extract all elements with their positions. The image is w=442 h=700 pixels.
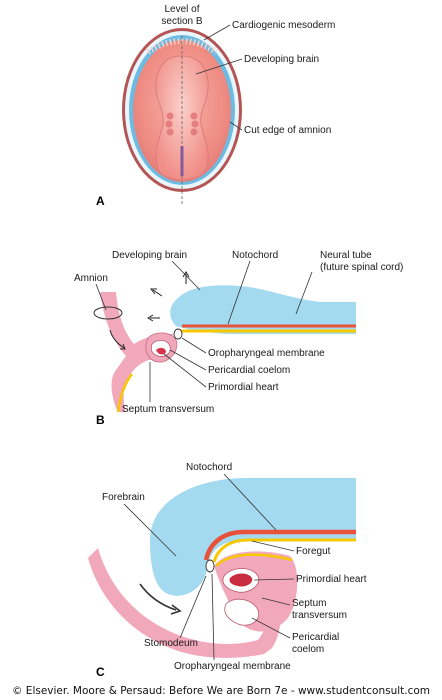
label-primordial-heart-b: Primordial heart <box>208 382 279 393</box>
panel-a: Level of section B Cardiogenic mesoderm … <box>96 4 335 208</box>
label-forebrain: Forebrain <box>102 492 145 503</box>
label-foregut: Foregut <box>296 546 331 557</box>
panel-letter-a: A <box>96 194 105 208</box>
leader-pericardial-b <box>169 349 207 371</box>
label-future-spinal-cord: (future spinal cord) <box>320 262 403 273</box>
copyright-credit: © Elsevier. Moore & Persaud: Before We a… <box>11 685 431 697</box>
panel-letter-b: B <box>96 413 105 427</box>
leader-cardiogenic <box>203 24 231 41</box>
label-stomodeum: Stomodeum <box>144 638 198 649</box>
label-cardiogenic-mesoderm: Cardiogenic mesoderm <box>232 20 335 31</box>
amnion-wall-c <box>88 548 281 658</box>
panel-c: Notochord Forebrain Foregut Primordial h… <box>88 462 367 679</box>
panel-b: Amnion Developing brain Notochord Neural… <box>74 250 403 427</box>
label-section-b: section B <box>161 16 202 27</box>
leader-brain-a <box>195 58 243 75</box>
leader-heart-b <box>163 353 207 388</box>
panel-letter-c: C <box>96 665 105 679</box>
label-developing-brain-a: Developing brain <box>244 54 319 65</box>
label-primordial-heart-c: Primordial heart <box>296 574 367 585</box>
label-cut-edge-amnion: Cut edge of amnion <box>244 125 331 136</box>
label-developing-brain-b: Developing brain <box>112 250 187 261</box>
label-pericardial-c: Pericardial <box>292 632 339 643</box>
leader-forebrain <box>123 503 177 557</box>
label-transversum-c: transversum <box>292 610 347 621</box>
amnion-wall-b <box>100 292 174 412</box>
folding-arrow-head-c <box>170 604 182 615</box>
leader-stomodeum <box>179 575 207 639</box>
leader-oropharyngeal-b <box>181 337 207 354</box>
primordial-heart-b <box>156 347 166 355</box>
label-pericardial-b: Pericardial coelom <box>208 365 290 376</box>
label-notochord-c: Notochord <box>186 462 232 473</box>
leader-septum-c <box>261 597 291 606</box>
primordial-heart-c <box>229 573 253 587</box>
leader-oropharyngeal-c <box>211 573 215 661</box>
leader-pericardial-c <box>251 617 291 639</box>
leader-notochord-c <box>223 473 277 531</box>
somites <box>165 112 199 136</box>
folding-arrow-c <box>139 583 177 611</box>
label-level-of: Level of <box>164 4 199 15</box>
oropharyngeal-membrane-c <box>205 559 215 573</box>
leader-notochord-b <box>227 260 251 325</box>
pericardial-coelom-c <box>224 598 260 626</box>
label-septum-b: Septum transversum <box>122 404 214 415</box>
label-oropharyngeal-c: Oropharyngeal membrane <box>174 661 291 672</box>
endoderm-lining-c <box>215 553 293 567</box>
foregut-endoderm-c <box>212 538 356 563</box>
forebrain-c <box>150 478 356 596</box>
leader-neural-tube <box>295 271 313 315</box>
amnion-ring-b <box>93 306 123 320</box>
leader-amnion-b <box>95 283 107 311</box>
label-neural-tube: Neural tube <box>320 250 372 261</box>
neural-tube-b <box>170 285 356 334</box>
label-notochord-b: Notochord <box>232 250 278 261</box>
notochord-c <box>203 529 356 561</box>
leader-heart-c <box>253 578 295 581</box>
label-coelom-c: coelom <box>292 644 324 655</box>
label-amnion-b: Amnion <box>74 273 108 284</box>
growth-arrows-b <box>109 271 190 350</box>
label-oropharyngeal-b: Oropharyngeal membrane <box>208 348 325 359</box>
leader-brain-b <box>171 260 201 291</box>
leader-foregut <box>251 540 295 552</box>
endoderm-wall-b <box>116 373 133 413</box>
oropharyngeal-membrane-b <box>173 328 183 340</box>
label-septum-c: Septum <box>292 598 326 609</box>
leader-amnion-edge <box>229 121 243 131</box>
